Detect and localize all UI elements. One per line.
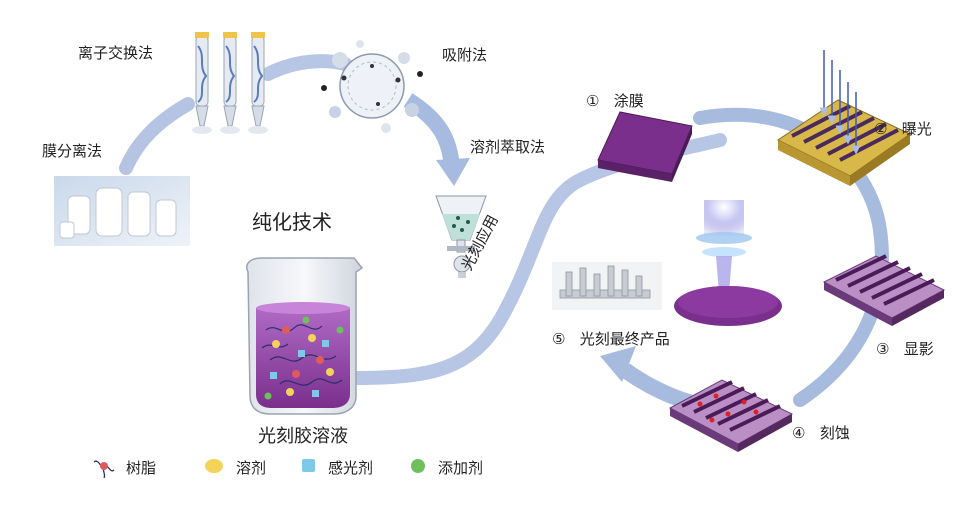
legend-additive-icon <box>411 459 425 473</box>
step-3-label: ③ 显影 <box>876 338 934 359</box>
legend-resin-icon <box>93 460 115 479</box>
step-2-text: 曝光 <box>901 120 932 138</box>
coated-wafer-plate <box>597 111 693 182</box>
process-ring-right <box>693 107 889 407</box>
developed-plate <box>822 254 946 326</box>
adsorption-particle <box>321 40 423 133</box>
legend-additive: 添加剂 <box>430 452 483 482</box>
purification-title: 纯化技术 <box>252 210 332 234</box>
purification-arrowhead-right <box>436 158 470 186</box>
step-5-text: 光刻最终产品 <box>579 330 670 348</box>
membrane-filters-image <box>54 176 190 246</box>
step-1-number: ① <box>586 92 600 110</box>
step-2-label: ② 曝光 <box>874 118 932 139</box>
legend-additive-label: 添加剂 <box>438 458 484 477</box>
legend-solvent-label: 溶剂 <box>236 458 267 477</box>
step-2-number: ② <box>874 120 888 138</box>
photoresist-solution-label: 光刻胶溶液 <box>258 426 348 447</box>
legend-solvent: 溶剂 <box>228 452 266 482</box>
ion-exchange-columns <box>192 32 268 134</box>
step-3-text: 显影 <box>903 340 934 358</box>
step-4-text: 刻蚀 <box>819 424 850 442</box>
legend-resin: 树脂 <box>118 452 156 482</box>
process-ring-arrowhead <box>600 346 636 382</box>
legend-photosensitizer: 感光剂 <box>320 452 373 482</box>
legend-photosensitizer-label: 感光剂 <box>328 458 374 477</box>
solvent-extraction-label: 溶剂萃取法 <box>470 138 546 156</box>
separatory-funnel <box>435 195 487 278</box>
photoresist-beaker <box>246 257 364 415</box>
step-5-label: ⑤ 光刻最终产品 <box>552 328 670 349</box>
final-product-image <box>552 262 662 310</box>
legend-photosensitizer-icon <box>302 459 315 472</box>
exposure-mask-plate <box>777 50 911 186</box>
step-1-label: ① 涂膜 <box>586 90 644 111</box>
legend-resin-label: 树脂 <box>126 458 157 477</box>
purification-arrow-left <box>119 97 195 175</box>
step-4-label: ④ 刻蚀 <box>792 422 850 443</box>
adsorption-label: 吸附法 <box>442 46 488 64</box>
step-4-number: ④ <box>792 424 806 442</box>
step-1-text: 涂膜 <box>613 92 644 110</box>
etched-plate <box>668 379 794 452</box>
ion-exchange-label: 离子交换法 <box>78 44 154 62</box>
membrane-separation-label: 膜分离法 <box>42 142 103 160</box>
step-3-number: ③ <box>876 340 890 358</box>
step-5-number: ⑤ <box>552 330 566 348</box>
lithography-beam-wafer <box>674 200 782 326</box>
resin-molecules <box>261 324 343 386</box>
legend-solvent-icon <box>205 459 223 473</box>
